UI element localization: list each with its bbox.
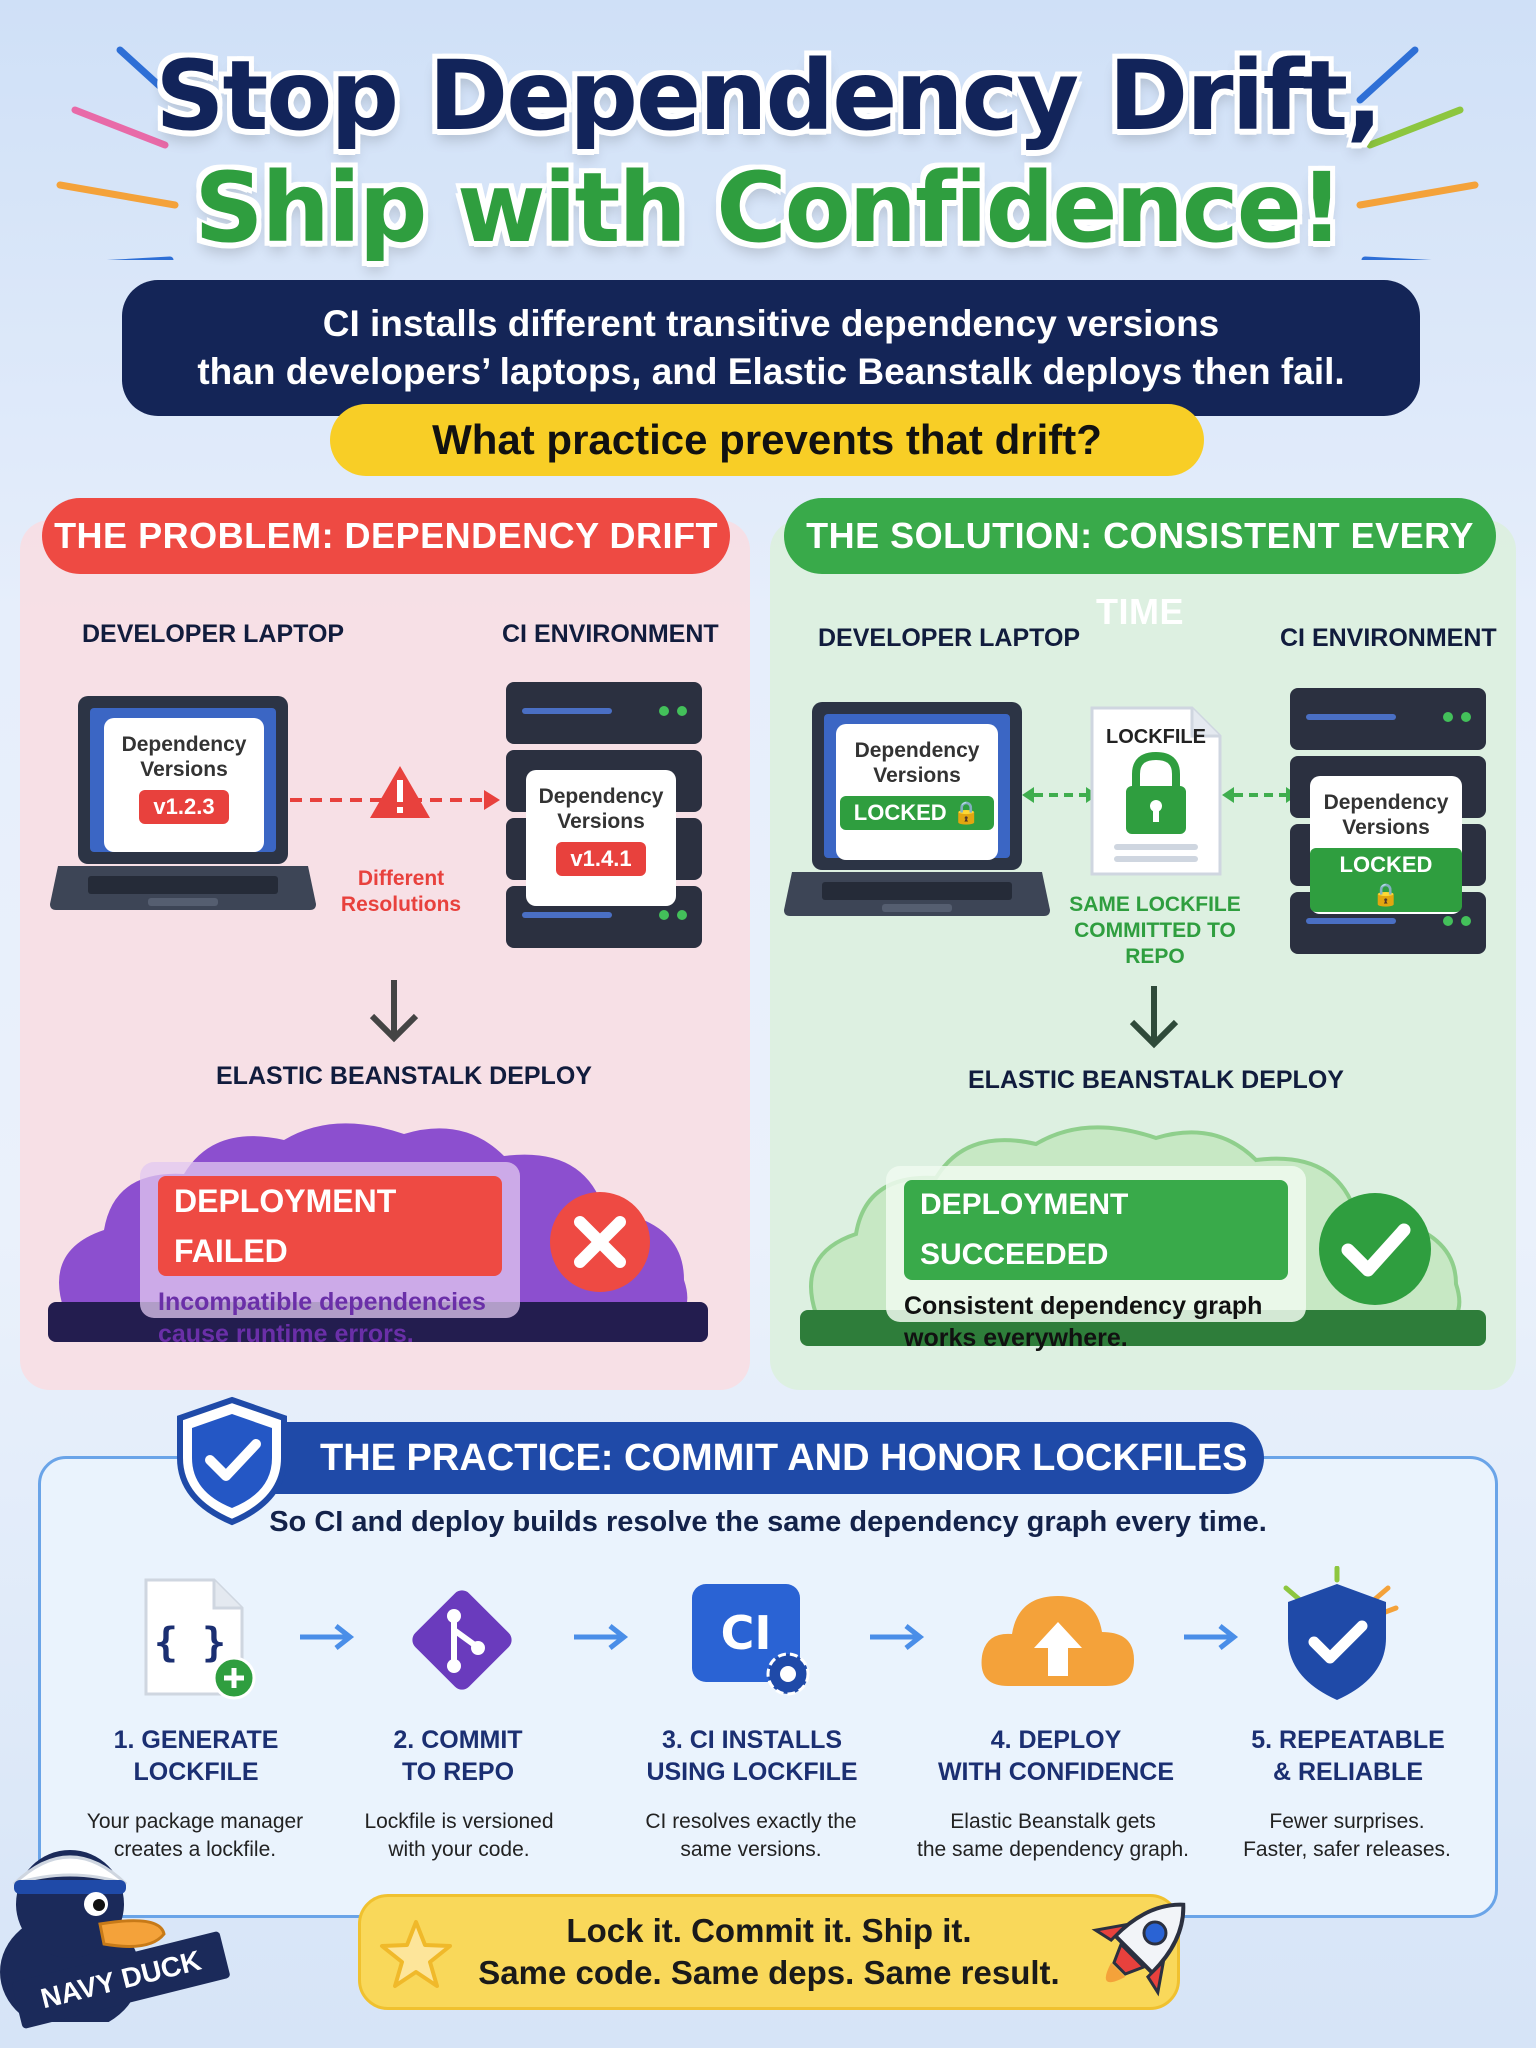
svg-text:{ }: { }	[154, 1620, 226, 1666]
step-3-title-line-2: USING LOCKFILE	[646, 1758, 858, 1786]
title-line-2: Ship with Confidence!	[194, 152, 1343, 264]
step-4-desc-line-2: the same dependency graph.	[916, 1838, 1190, 1861]
solution-ci-label: CI ENVIRONMENT	[1280, 624, 1497, 652]
subtitle-banner: CI installs different transitive depende…	[122, 280, 1420, 416]
laptop-locked-text: LOCKED	[853, 800, 947, 825]
step-1-title-line-2: LOCKFILE	[133, 1758, 259, 1786]
solution-ci-card: Dependency Versions LOCKED 🔒	[1310, 776, 1462, 914]
step-arrow-1	[300, 1624, 355, 1650]
step-2-desc-line-1: Lockfile is versioned	[364, 1810, 554, 1833]
step-4-title-line-1: 4. DEPLOY	[990, 1726, 1122, 1754]
step-1-desc-line-2: creates a lockfile.	[113, 1838, 277, 1861]
step-5-title-line-1: 5. REPEATABLE	[1251, 1726, 1445, 1754]
practice-subtitle: So CI and deploy builds resolve the same…	[269, 1506, 1267, 1538]
title-line-1: Stop Dependency Drift,	[155, 40, 1382, 152]
lock-icon: 🔒	[1372, 882, 1400, 907]
step-3-desc-line-2: same versions.	[680, 1838, 822, 1861]
question-banner: What practice prevents that drift?	[330, 404, 1204, 476]
deployment-succeeded-badge: DEPLOYMENT SUCCEEDED	[904, 1180, 1288, 1280]
different-resolutions-label: Different Resolutions	[340, 867, 462, 916]
step-2-desc-line-2: with your code.	[388, 1838, 530, 1861]
step-4-desc-line-1: Elastic Beanstalk gets	[950, 1810, 1156, 1833]
step-5-desc: Fewer surprises. Faster, safer releases.	[1202, 1808, 1492, 1864]
step-5-title-line-2: & RELIABLE	[1273, 1758, 1423, 1786]
same-lockfile-note: SAME LOCKFILE COMMITTED TO REPO	[1069, 893, 1241, 968]
step-arrow-4	[1184, 1624, 1239, 1650]
lockfile-label: LOCKFILE	[1106, 726, 1206, 748]
subtitle-line-1: CI installs different transitive depende…	[322, 303, 1220, 344]
practice-section	[38, 1456, 1498, 1918]
shield-check-icon	[1283, 1566, 1399, 1700]
step-4-title-line-2: WITH CONFIDENCE	[937, 1758, 1175, 1786]
solution-laptop-label: DEVELOPER LAPTOP	[818, 624, 1081, 652]
gear-icon	[766, 1652, 810, 1696]
down-arrow-icon	[1129, 986, 1179, 1049]
rocket-icon	[1091, 1902, 1186, 1997]
solution-deploy-label: ELASTIC BEANSTALK DEPLOY	[968, 1066, 1344, 1094]
subtitle-line-2: than developers’ laptops, and Elastic Be…	[197, 351, 1345, 392]
star-icon	[380, 1920, 452, 1988]
ci-card-title: Dependency Versions	[538, 785, 664, 833]
step-2-title: 2. COMMIT TO REPO	[328, 1724, 588, 1788]
step-4-desc: Elastic Beanstalk gets the same dependen…	[908, 1808, 1198, 1864]
ci-version-badge: v1.4.1	[556, 842, 646, 876]
ci-locked-text: LOCKED	[1339, 852, 1433, 877]
ci-locked-badge: LOCKED 🔒	[1310, 848, 1462, 912]
problem-title: THE PROBLEM: DEPENDENCY DRIFT	[42, 498, 730, 574]
step-2-title-line-1: 2. COMMIT	[393, 1726, 523, 1754]
ci-dependency-card: Dependency Versions v1.4.1	[526, 770, 676, 906]
problem-ci-label: CI ENVIRONMENT	[502, 620, 719, 648]
practice-title: THE PRACTICE: COMMIT AND HONOR LOCKFILES	[220, 1422, 1264, 1494]
laptop-locked-badge: LOCKED 🔒	[839, 796, 995, 830]
shield-check-icon	[177, 1396, 287, 1526]
lock-icon: 🔒	[952, 800, 981, 825]
git-icon	[412, 1590, 512, 1690]
laptop-dependency-card: Dependency Versions v1.2.3	[104, 718, 264, 852]
cloud-upload-icon	[981, 1596, 1134, 1686]
x-circle-icon	[550, 1192, 650, 1292]
drift-arrow	[290, 766, 500, 818]
deployment-failed-badge: DEPLOYMENT FAILED	[158, 1176, 502, 1276]
step-5-title: 5. REPEATABLE & RELIABLE	[1218, 1724, 1478, 1788]
down-arrow-icon	[369, 980, 419, 1043]
step-3-title: 3. CI INSTALLS USING LOCKFILE	[622, 1724, 882, 1788]
step-arrow-2	[574, 1624, 629, 1650]
step-5-desc-line-1: Fewer surprises.	[1269, 1810, 1425, 1833]
solution-laptop-card: Dependency Versions LOCKED 🔒	[836, 724, 998, 860]
solution-title: THE SOLUTION: CONSISTENT EVERY TIME	[784, 498, 1496, 632]
failed-status-text: Incompatible dependencies cause runtime …	[158, 1288, 486, 1348]
ci-icon-text: CI	[720, 1606, 772, 1660]
step-3-title-line-1: 3. CI INSTALLS	[661, 1726, 843, 1754]
footer-banner: Lock it. Commit it. Ship it. Same code. …	[358, 1894, 1180, 2010]
step-5-desc-line-2: Faster, safer releases.	[1243, 1838, 1451, 1861]
decorative-rays	[56, 46, 1479, 260]
step-1-title: 1. GENERATE LOCKFILE	[66, 1724, 326, 1788]
step-1-desc-line-1: Your package manager	[86, 1810, 304, 1833]
laptop-card-title: Dependency Versions	[121, 733, 247, 781]
step-3-desc: CI resolves exactly the same versions.	[606, 1808, 896, 1864]
succeeded-status-text: Consistent dependency graph works everyw…	[904, 1292, 1263, 1352]
step-arrow-3	[870, 1624, 925, 1650]
step-2-title-line-2: TO REPO	[401, 1758, 515, 1786]
step-1-desc: Your package manager creates a lockfile.	[50, 1808, 340, 1864]
failed-status-box: DEPLOYMENT FAILED Incompatible dependenc…	[140, 1162, 520, 1348]
step-2-desc: Lockfile is versioned with your code.	[314, 1808, 604, 1864]
file-plus-icon: { }	[144, 1578, 256, 1700]
laptop-version-badge: v1.2.3	[139, 790, 229, 824]
problem-laptop-label: DEVELOPER LAPTOP	[82, 620, 345, 648]
solution-laptop-card-title: Dependency Versions	[854, 739, 980, 787]
problem-deploy-label: ELASTIC BEANSTALK DEPLOY	[216, 1062, 592, 1090]
step-4-title: 4. DEPLOY WITH CONFIDENCE	[926, 1724, 1186, 1788]
lockfile-document-icon	[1090, 706, 1222, 876]
solution-ci-card-title: Dependency Versions	[1323, 791, 1449, 839]
footer-line-2: Same code. Same deps. Same result.	[478, 1954, 1060, 1991]
footer-line-1: Lock it. Commit it. Ship it.	[566, 1912, 972, 1949]
step-1-title-line-1: 1. GENERATE	[113, 1726, 279, 1754]
succeeded-status-box: DEPLOYMENT SUCCEEDED Consistent dependen…	[886, 1166, 1306, 1352]
check-circle-icon	[1319, 1193, 1431, 1305]
step-3-desc-line-1: CI resolves exactly the	[645, 1810, 857, 1833]
